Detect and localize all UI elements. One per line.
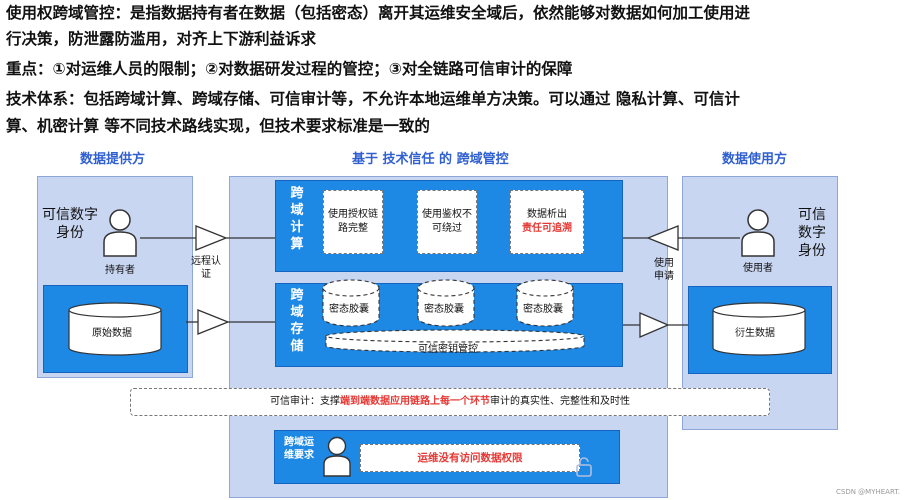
- header-line-1: 使用权跨域管控：是指数据持有者在数据（包括密态）离开其运维安全域后，依然能够对数…: [6, 4, 751, 22]
- compute-card-authorization-text: 使用授权链路完整: [328, 209, 378, 234]
- audit-bar: 可信审计：支撑端到端数据应用链路上每一个环节审计的真实性、完整性和及时性: [130, 388, 770, 416]
- title-center: 基于 技术信任 的 跨域管控: [352, 152, 509, 167]
- header-line-2: 行决策，防泄露防滥用，对齐上下游利益诉求: [6, 30, 317, 48]
- apply-label: 使用申请: [654, 258, 674, 282]
- derived-data-cylinder-icon: [712, 302, 806, 356]
- header-line-4: 技术体系：包括跨域计算、跨域存储、可信审计等，不允许本地运维单方决策。可以通过 …: [6, 90, 740, 108]
- compute-card-traceable-line1: 数据析出: [527, 209, 567, 220]
- compute-card-authorization: 使用授权链路完整: [323, 190, 383, 254]
- derived-data-label: 衍生数据: [735, 328, 775, 339]
- compute-label: 跨域计算: [290, 186, 304, 252]
- raw-data-label: 原始数据: [92, 328, 132, 339]
- audit-prefix: 可信审计：支撑: [270, 396, 340, 407]
- raw-data-cylinder-icon: [68, 302, 162, 356]
- ops-person-icon: [323, 436, 351, 477]
- ops-label: 跨域运维要求: [284, 437, 314, 461]
- capsule-cylinders: [322, 279, 585, 353]
- compute-card-traceable: 数据析出 责任可追溯: [510, 190, 584, 254]
- ops-rule: 运维没有访问数据权限: [360, 444, 580, 472]
- compute-card-auth-check-text: 使用鉴权不可绕过: [422, 209, 472, 234]
- header-line-5: 算、机密计算 等不同技术路线实现，但技术要求标准是一致的: [6, 117, 430, 135]
- title-provider: 数据提供方: [80, 152, 146, 167]
- user-person-icon: [741, 209, 775, 257]
- storage-label: 跨域存储: [290, 288, 304, 354]
- capsule-label-2: 密态胶囊: [424, 304, 464, 315]
- lock-icon: [576, 457, 592, 477]
- left-identity: 可信数字身份: [42, 207, 98, 241]
- right-identity: 可信数字身份: [798, 207, 826, 259]
- compute-card-auth-check: 使用鉴权不可绕过: [417, 190, 477, 254]
- compute-card-traceable-line2: 责任可追溯: [522, 223, 572, 234]
- holder-label: 持有者: [105, 265, 135, 276]
- key-mgmt-label: 可信密钥管控: [418, 344, 478, 355]
- remote-auth-label: 远程认证: [191, 256, 221, 280]
- holder-person-icon: [103, 209, 137, 257]
- capsule-label-1: 密态胶囊: [329, 304, 369, 315]
- header-line-3: 重点：①对运维人员的限制；②对数据研发过程的管控；③对全链路可信审计的保障: [6, 60, 573, 78]
- audit-suffix: 审计的真实性、完整性和及时性: [490, 396, 630, 407]
- user-label: 使用者: [743, 263, 773, 274]
- audit-highlight: 端到端数据应用链路上每一个环节: [340, 396, 490, 407]
- title-user: 数据使用方: [722, 152, 788, 167]
- watermark: CSDN @MYHEART.: [836, 488, 900, 496]
- capsule-label-3: 密态胶囊: [523, 304, 563, 315]
